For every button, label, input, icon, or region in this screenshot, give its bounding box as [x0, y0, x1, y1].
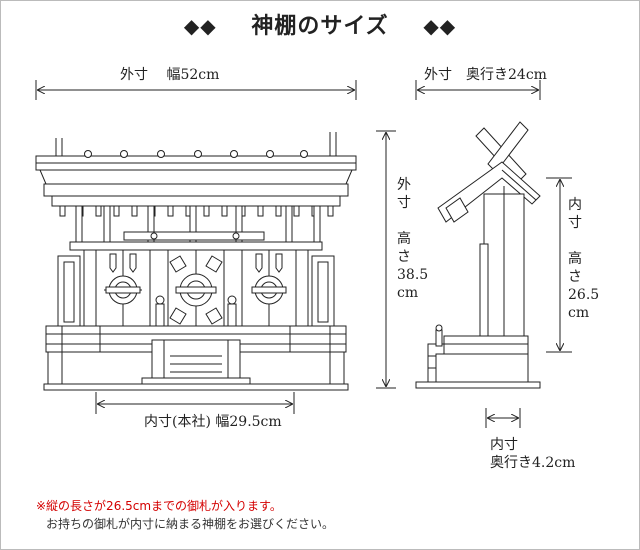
- front-outer-width-dimension: [35, 80, 357, 100]
- side-outer-depth-label: 外寸 奥行き24cm: [424, 67, 547, 83]
- side-shrine-drawing: [415, 121, 541, 389]
- side-outer-depth-dimension: [415, 80, 541, 100]
- front-inner-width-dimension: [95, 392, 295, 414]
- front-outer-height-label: 外 寸 高 さ 38.5 cm: [397, 177, 429, 301]
- front-outer-width-label: 外寸 幅52cm: [120, 67, 220, 83]
- front-inner-width-label: 内寸(本社) 幅29.5cm: [144, 414, 282, 430]
- selection-guide-note: お持ちの御札が内寸に納まる神棚をお選びください。: [46, 517, 335, 531]
- side-inner-depth-dimension: [485, 408, 521, 428]
- front-shrine-drawing: [35, 132, 357, 391]
- side-inner-depth-label: 内寸 奥行き4.2cm: [490, 437, 576, 471]
- title-diamonds-left: ◆◆: [183, 14, 217, 38]
- side-inner-height-dimension: [546, 177, 572, 353]
- size-warning-note: ※縦の長さが26.5cmまでの御札が入ります。: [36, 499, 282, 513]
- title-text: 神棚のサイズ: [251, 14, 389, 39]
- front-outer-height-dimension: [376, 130, 396, 389]
- page-title: ◆◆ 神棚のサイズ ◆◆: [0, 16, 640, 38]
- side-inner-height-label: 内 寸 高 さ 26.5 cm: [568, 197, 600, 321]
- title-diamonds-right: ◆◆: [423, 14, 457, 38]
